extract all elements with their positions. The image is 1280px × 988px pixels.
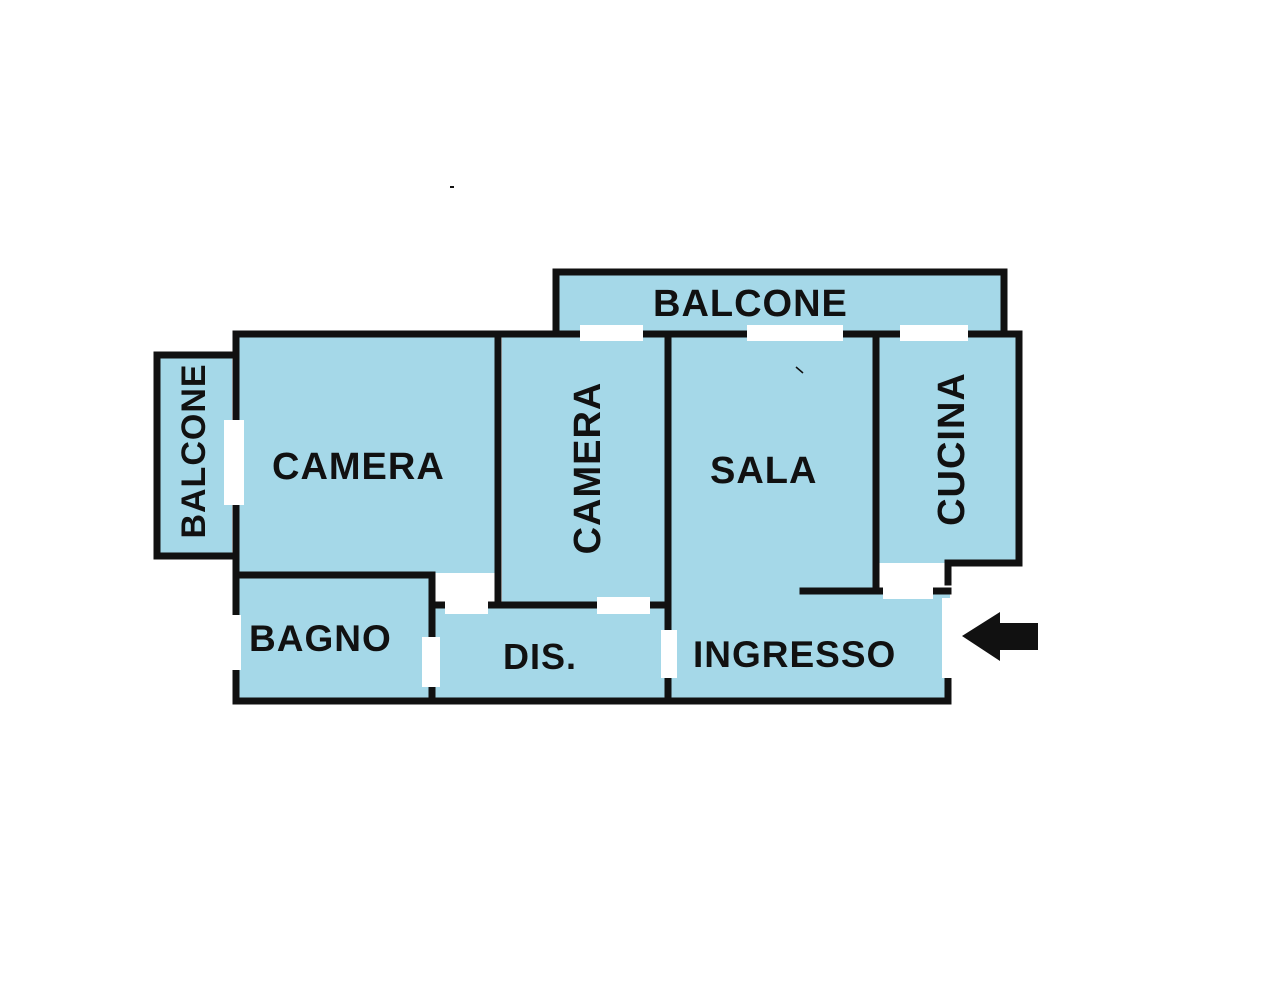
window-balcone-top-1 (580, 325, 643, 341)
door-dis-ingresso (661, 630, 677, 678)
room-label-bagno: BAGNO (249, 618, 392, 659)
outer-wall-bottom (232, 676, 952, 705)
door-bagno (422, 637, 440, 687)
entrance-door (942, 598, 956, 678)
room-label-camera-2: CAMERA (567, 381, 609, 555)
stray-mark (795, 366, 804, 374)
door-cucina (883, 575, 933, 599)
room-label-ingresso: INGRESSO (693, 634, 897, 675)
bagno-fill (236, 577, 432, 701)
balcone-top-outline (552, 268, 1008, 334)
sala-fill (670, 334, 876, 596)
outer-wall-right (944, 330, 1023, 586)
balcone-top-fill (556, 272, 1005, 334)
ingresso-fill (670, 590, 950, 701)
window-bagno (230, 615, 241, 670)
room-label-camera-1: CAMERA (272, 446, 445, 488)
openings (224, 325, 968, 687)
room-label-balcone-top: BALCONE (653, 283, 848, 325)
room-label-dis: DIS. (503, 636, 578, 677)
window-balcone-top-3 (900, 325, 968, 341)
room-fills (157, 272, 1021, 701)
door-camera1 (445, 596, 488, 614)
arrow-left-icon (962, 612, 1038, 661)
window-balcone-top-2 (747, 325, 843, 341)
door-balcone-left (224, 420, 244, 505)
balcone-left-fill (157, 355, 232, 556)
camera-1-fill (236, 334, 498, 573)
dis-fill (432, 607, 670, 701)
door-camera2 (597, 597, 650, 614)
cucina-fill (876, 334, 1021, 563)
room-label-balcone-left: BALCONE (175, 363, 213, 539)
room-label-cucina: CUCINA (931, 372, 973, 526)
balcone-left-outline (153, 351, 236, 560)
room-label-sala: SALA (710, 450, 818, 492)
camera-2-fill (502, 334, 666, 602)
